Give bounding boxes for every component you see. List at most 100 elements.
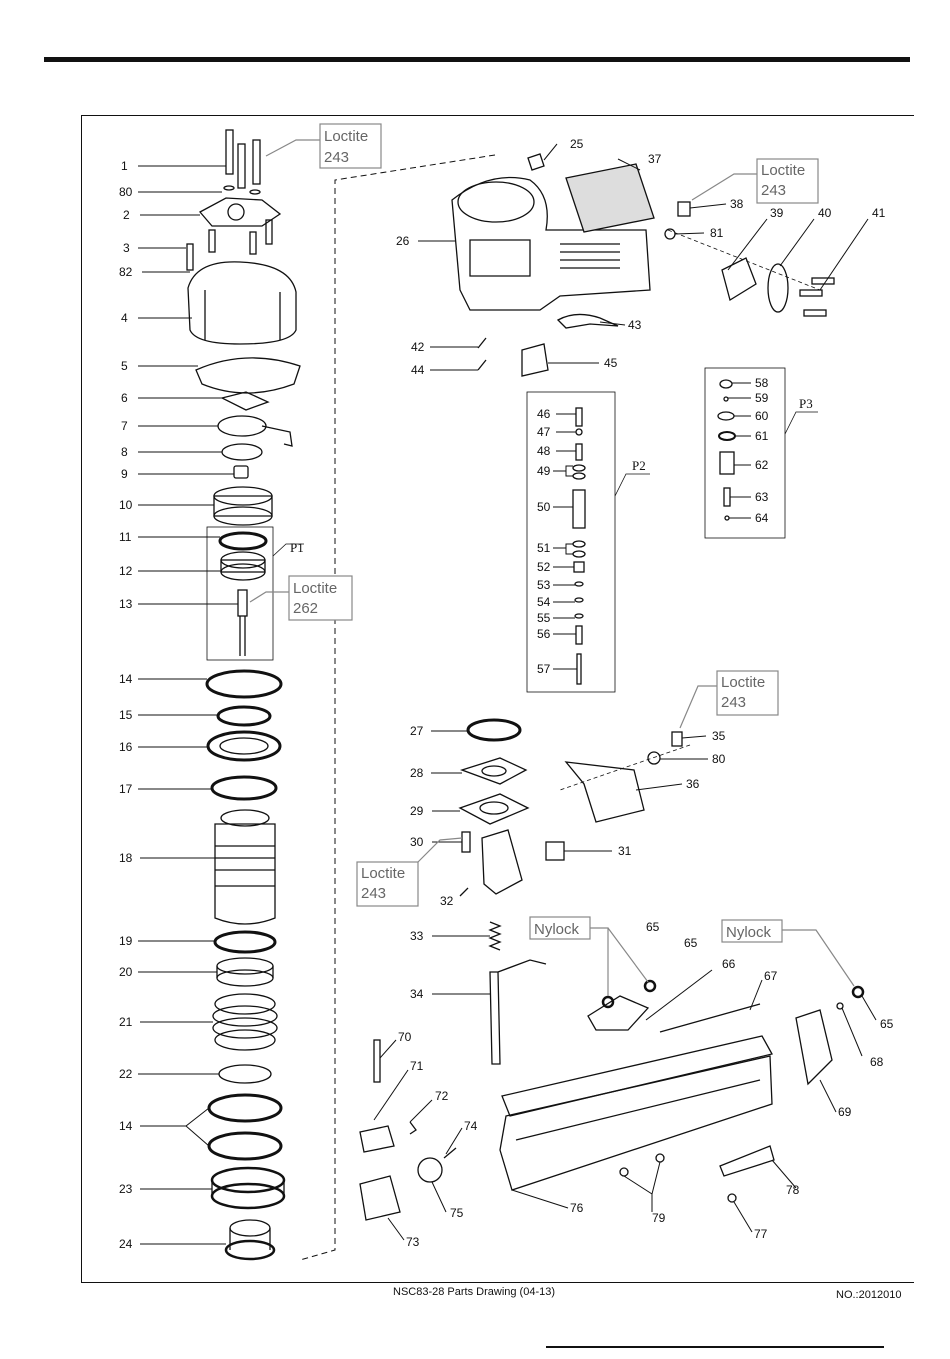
part-label: 80: [712, 752, 726, 766]
part-label: 66: [722, 957, 736, 971]
part-42-pin: [477, 337, 487, 349]
svg-text:243: 243: [324, 149, 349, 166]
callout-nylock-left: Nylock: [529, 916, 649, 996]
part-77-screw: [727, 1193, 737, 1203]
svg-text:Loctite: Loctite: [293, 580, 337, 597]
part-70-pin: [373, 1039, 381, 1083]
part-label: 80: [119, 185, 133, 199]
part-38-fitting: [677, 201, 691, 217]
part-5-gasket: [195, 357, 301, 394]
part-label: 8: [121, 445, 128, 459]
part-label: 7: [121, 419, 128, 433]
part-12-piston: [220, 551, 266, 581]
part-27-o-ring: [466, 718, 522, 742]
svg-text:243: 243: [761, 182, 786, 199]
part-label: 77: [754, 1227, 768, 1241]
part-label: 12: [119, 564, 133, 578]
part-18-cylinder: [214, 809, 276, 925]
part-label: 11: [119, 530, 132, 544]
part-2-cap-plate: [198, 197, 282, 227]
part-31-clip: [545, 841, 565, 861]
part-label: 76: [570, 1201, 584, 1215]
part-label: 23: [119, 1182, 133, 1196]
part-32-pin: [459, 887, 469, 897]
part-76-magazine: [499, 1035, 773, 1191]
part-label: 9: [121, 467, 128, 481]
part-4-top-cover: [187, 261, 297, 345]
svg-text:Loctite: Loctite: [761, 162, 805, 179]
part-74-pin: [443, 1147, 457, 1159]
part-75-knob: [417, 1157, 443, 1183]
part-label: 70: [398, 1030, 412, 1044]
part-label: 68: [870, 1055, 884, 1069]
part-label: 45: [604, 356, 618, 370]
part-21-bumper-spring: [212, 993, 278, 1051]
part-16-cylinder-seal: [206, 730, 282, 762]
callout-nylock-right: Nylock: [721, 919, 855, 987]
group-label-p3: P3: [799, 396, 813, 411]
part-label: 1: [121, 159, 128, 173]
part-label: 26: [396, 234, 410, 248]
part-label: 6: [121, 391, 128, 405]
part-label: 48: [537, 444, 551, 458]
part-label: 55: [537, 611, 551, 625]
part-label: 36: [686, 777, 700, 791]
part-15-o-ring: [216, 705, 272, 727]
part-label: 47: [537, 425, 551, 439]
part-label: 5: [121, 359, 128, 373]
part-24-nose-bushing: [224, 1219, 276, 1261]
part-1-screws: [223, 129, 261, 195]
group-p3-box: [704, 367, 786, 539]
part-label: 42: [411, 340, 425, 354]
part-9-bushing: [233, 465, 249, 479]
part-label: 29: [410, 804, 424, 818]
group-label-p2: P2: [632, 458, 646, 473]
part-25-nut: [527, 153, 545, 171]
axis-dashed-line: [559, 744, 691, 791]
part-label: 54: [537, 595, 551, 609]
drawing-caption: NSC83-28 Parts Drawing (04-13): [393, 1286, 556, 1298]
part-label: 57: [537, 662, 551, 676]
part-37-grip: [565, 163, 655, 233]
svg-text:243: 243: [361, 885, 386, 902]
part-label: 75: [450, 1206, 464, 1220]
part-label: 25: [570, 137, 584, 151]
part-65-nut-a: [601, 995, 615, 1009]
part-45-trigger: [521, 343, 549, 377]
part-19-o-ring: [213, 930, 277, 954]
svg-text:Nylock: Nylock: [534, 921, 580, 938]
part-label: 4: [121, 311, 128, 325]
separator-dashed-line: [299, 154, 496, 1261]
part-label: 30: [410, 835, 424, 849]
part-label: 41: [872, 206, 886, 220]
part-78-plate: [719, 1145, 775, 1177]
leader-lines: [138, 143, 877, 1245]
part-label: 56: [537, 627, 551, 641]
part-14-o-ring: [205, 669, 283, 699]
part-11-o-ring: [218, 531, 268, 551]
part-label: 69: [838, 1105, 852, 1119]
part-label: 14: [119, 672, 133, 686]
part-label: 14: [119, 1119, 133, 1133]
part-80-washer: [647, 751, 661, 765]
group-p3-parts: [717, 379, 736, 521]
part-label: 46: [537, 407, 551, 421]
part-label: 67: [764, 969, 778, 983]
part-66-latch: [587, 995, 650, 1031]
part-17-o-ring: [210, 775, 278, 801]
part-label: 19: [119, 934, 133, 948]
part-79-screw-b: [655, 1153, 665, 1163]
axis-dashed-line: [667, 229, 821, 291]
part-label: 18: [119, 851, 133, 865]
part-label: 40: [818, 206, 832, 220]
part-label: 79: [652, 1211, 666, 1225]
part-44-pin: [477, 359, 487, 371]
part-label: 27: [410, 724, 424, 738]
svg-text:Loctite: Loctite: [324, 128, 368, 145]
group-p2-box: [526, 391, 616, 693]
part-10-head-valve: [213, 486, 273, 526]
part-label: 24: [119, 1237, 133, 1251]
part-6-plate: [220, 391, 270, 411]
